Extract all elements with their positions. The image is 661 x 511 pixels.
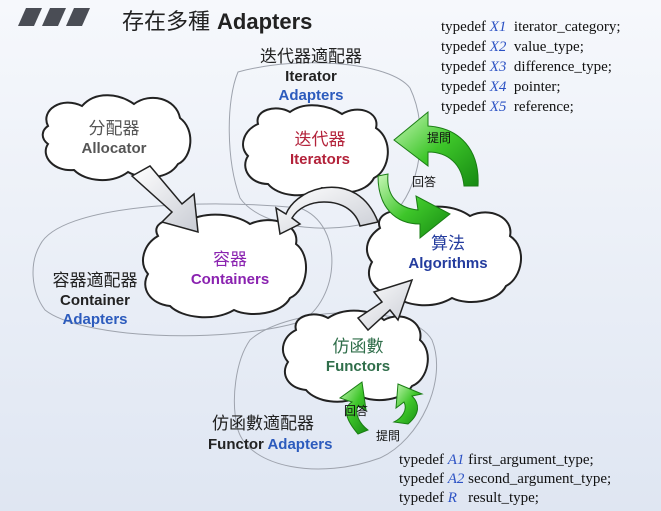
functors-label: 仿函數 Functors xyxy=(325,337,391,376)
functor-typedef-list: typedef A1 first_argument_type; typedef … xyxy=(399,451,611,508)
functor-answer-label: 回答 xyxy=(344,404,369,418)
functor-ask-arrow xyxy=(392,383,424,425)
page-title: 存在多種 Adapters xyxy=(122,4,312,36)
functors-to-algorithms-arrow xyxy=(356,278,414,332)
iterator-typedef-row: typedef X5 reference; xyxy=(441,99,574,115)
iterators-label: 迭代器 Iterators xyxy=(289,130,351,169)
iterator-ask-label: 提問 xyxy=(427,131,452,145)
iterator-typedef-row: typedef X2 value_type; xyxy=(441,39,584,55)
iterator-ask-arrow xyxy=(393,110,479,187)
iterator-typedef-row: typedef X3 difference_type; xyxy=(441,59,612,75)
header-stripes-decoration xyxy=(18,8,90,26)
functor-typedef-row: typedef A2 second_argument_type; xyxy=(399,471,612,487)
iterator-typedef-row: typedef X1 iterator_category; xyxy=(441,19,621,35)
iterator-adapters-label: 迭代器適配器 Iterator Adapters xyxy=(260,47,362,104)
iterator-answer-arrow xyxy=(377,173,451,240)
iterator-answer-label: 回答 xyxy=(412,175,437,189)
functor-typedef-row: typedef R result_type; xyxy=(399,490,539,506)
functor-typedef-row: typedef A1 first_argument_type; xyxy=(399,452,594,468)
iterators-cloud xyxy=(242,104,389,197)
functors-cloud xyxy=(281,309,429,403)
containers-cloud xyxy=(142,213,308,319)
page-title-cn: 存在多種 xyxy=(122,10,211,35)
container-adapters-label: 容器適配器 Container Adapters xyxy=(52,271,138,328)
iterator-typedef-row: typedef X4 pointer; xyxy=(441,79,561,95)
containers-iterators-curved-arrow xyxy=(275,186,380,236)
allocator-cloud xyxy=(41,94,192,181)
functor-adapters-label: 仿函數適配器 Functor Adapters xyxy=(208,414,333,454)
functor-answer-arrow xyxy=(338,381,370,435)
allocator-label: 分配器 Allocator xyxy=(81,119,147,158)
iterator-typedef-list: typedef X1 iterator_category; typedef X2… xyxy=(441,17,621,117)
page-title-en: Adapters xyxy=(217,9,313,34)
functor-ask-label: 提問 xyxy=(376,429,401,443)
containers-label: 容器 Containers xyxy=(190,250,270,289)
algorithms-label: 算法 Algorithms xyxy=(408,234,488,273)
allocator-to-containers-arrow xyxy=(130,165,199,234)
